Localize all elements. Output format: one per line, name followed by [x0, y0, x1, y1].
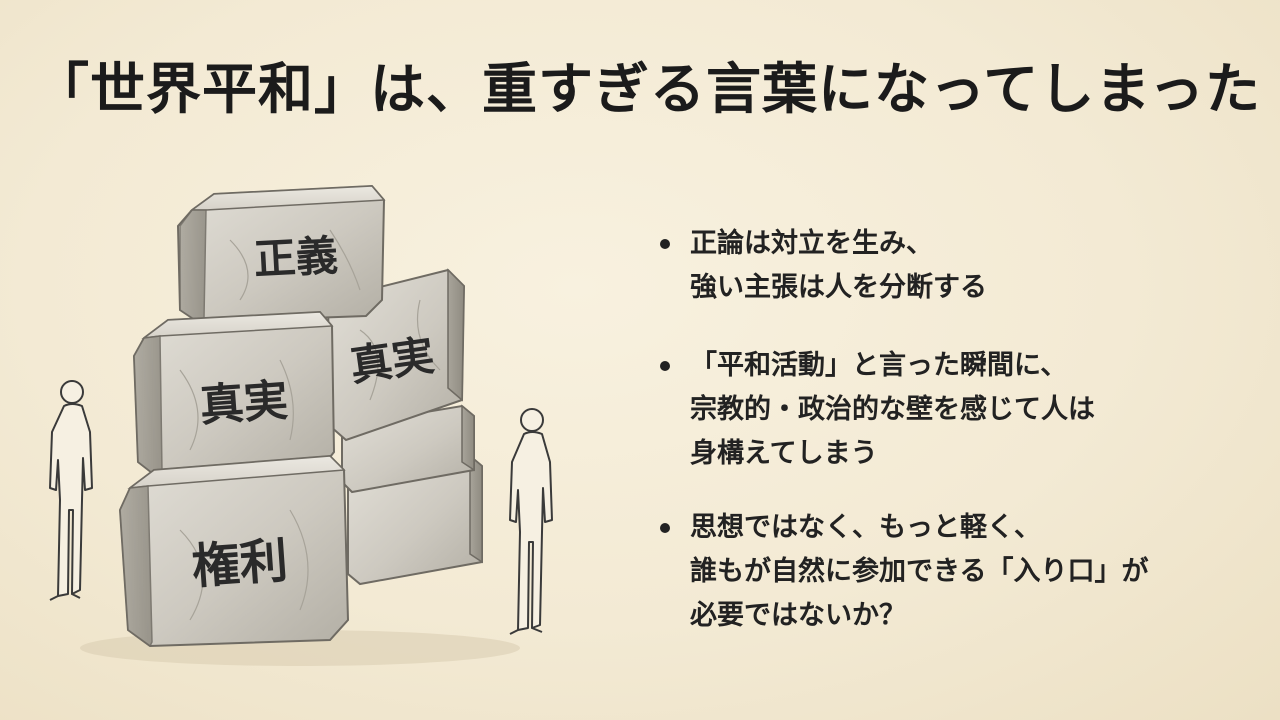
- bullet-line: 誰もが自然に参加できる「入り口」が: [690, 556, 1149, 587]
- bullet-dot-icon: [660, 239, 670, 249]
- bullet-dot-icon: [660, 523, 670, 533]
- bullet-line: 「平和活動」と言った瞬間に、: [690, 350, 1068, 381]
- stone-label-middle-left: 真実: [198, 375, 289, 432]
- bullet-item-2: 「平和活動」と言った瞬間に、 宗教的・政治的な壁を感じて人は 身構えてしまう: [658, 344, 1258, 476]
- bullet-dot-icon: [660, 361, 670, 371]
- bullet-line: 強い主張は人を分断する: [690, 272, 987, 303]
- stone-label-middle-right: 真実: [347, 330, 437, 390]
- stone-label-bottom-left: 権利: [190, 533, 290, 596]
- bullet-list: 正論は対立を生み、 強い主張は人を分断する 「平和活動」と言った瞬間に、 宗教的…: [658, 222, 1258, 638]
- bullet-line: 正論は対立を生み、: [690, 228, 933, 259]
- bullet-line: 身構えてしまう: [690, 438, 878, 469]
- stone-middle-left: 真実: [132, 310, 336, 478]
- bullet-item-1: 正論は対立を生み、 強い主張は人を分断する: [658, 222, 1258, 310]
- bullet-line: 思想ではなく、もっと軽く、: [690, 512, 1041, 543]
- bullet-line: 必要ではないか？: [690, 600, 906, 631]
- stone-label-top: 正義: [253, 231, 339, 284]
- person-right-figure: [509, 408, 553, 635]
- stone-bottom-right-lower: [347, 454, 483, 586]
- stone-top: 正義: [176, 184, 386, 324]
- stone-wall-illustration: 真実 正義 真実 権利: [30, 170, 570, 690]
- person-left-figure: [49, 380, 93, 601]
- stone-wall-svg: 真実 正義 真実 権利: [49, 184, 553, 666]
- bullet-line: 宗教的・政治的な壁を感じて人は: [690, 394, 1095, 425]
- stone-bottom-left: 権利: [118, 454, 350, 648]
- slide-title: 「世界平和」は、重すぎる言葉になってしまった: [34, 57, 1262, 121]
- bullet-item-3: 思想ではなく、もっと軽く、 誰もが自然に参加できる「入り口」が 必要ではないか？: [658, 506, 1258, 638]
